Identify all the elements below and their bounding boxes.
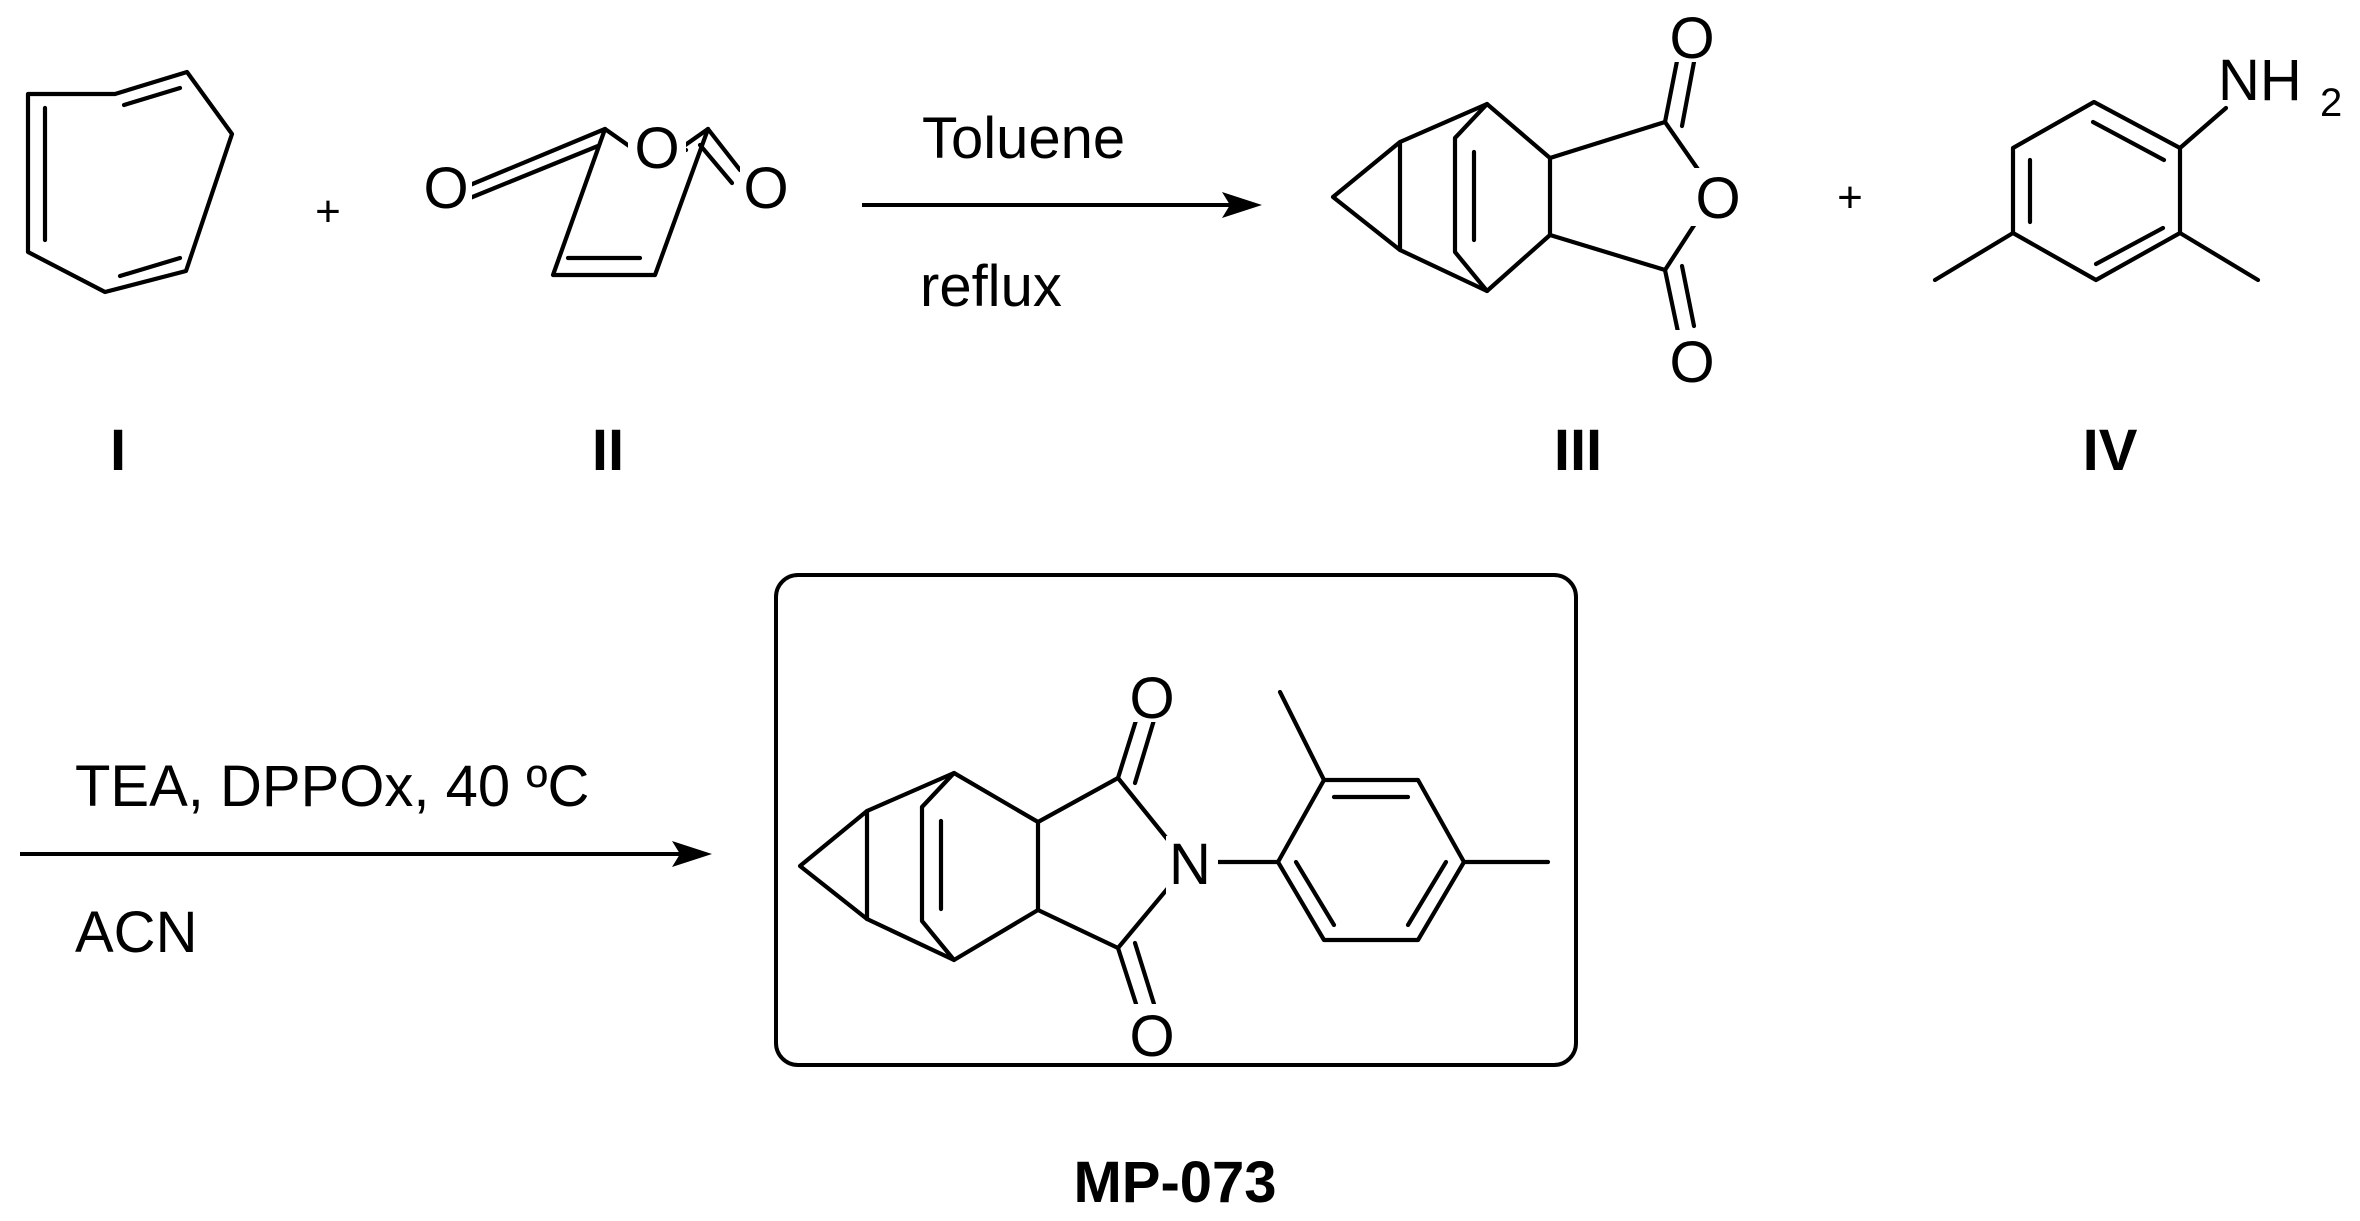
compound-II-right-o-mask	[740, 158, 792, 218]
compound-III-ring-o-mask	[1690, 168, 1746, 226]
compound-II-carbonyl-right-1	[705, 126, 743, 173]
compound-III-carbonyl-oxygen-bottom: O	[1669, 330, 1714, 395]
compound-IV-ring	[2010, 99, 2183, 283]
compound-III-label: III	[1554, 418, 1602, 483]
reaction-arrow-1	[862, 192, 1262, 218]
compound-IV-structure	[1932, 99, 2261, 283]
product-carbonyl-top-1	[1115, 711, 1141, 781]
condition-reflux: reflux	[920, 254, 1062, 319]
compound-II-structure	[467, 126, 743, 278]
product-aryl-double-bond-2	[1405, 859, 1449, 928]
compound-IV-amine-bond	[2177, 105, 2229, 151]
product-carbonyl-top-2	[1132, 717, 1157, 786]
compound-III-carbonyl-top-2	[1679, 59, 1697, 129]
compound-II-ring-o-mask	[628, 118, 686, 176]
product-cyclopropane	[797, 808, 870, 922]
product-highlight-box	[774, 573, 1578, 1067]
compound-III-bottom-o-mask	[1664, 330, 1720, 388]
compound-III-carbonyl-oxygen-top: O	[1669, 6, 1714, 71]
compound-II-carbonyl-oxygen-right: O	[743, 156, 788, 221]
solvent-acn: ACN	[75, 900, 197, 965]
reagents-tea-dppox-40c: TEA, DPPOx, 40 ºC	[75, 754, 589, 819]
compound-I-double-bond-1	[121, 85, 183, 108]
compound-IV-amine-subscript: 2	[2320, 81, 2342, 125]
product-imide-ring	[1035, 775, 1171, 951]
compound-III-anhydride-ring	[1547, 119, 1707, 273]
product-carbonyl-oxygen-top: O	[1129, 666, 1174, 731]
product-bottom-o-mask	[1124, 1004, 1180, 1062]
product-aryl-ring	[1275, 777, 1467, 943]
compound-II-carbonyl-right-2	[697, 142, 735, 186]
product-n-mask	[1166, 836, 1218, 894]
compound-II-carbonyl-left-1	[467, 126, 608, 188]
compound-I-label: I	[110, 418, 126, 483]
compound-III-structure	[1330, 53, 1707, 335]
product-carbonyl-bottom-2	[1132, 940, 1157, 1007]
compound-II-carbonyl-left-2	[467, 143, 601, 201]
compound-IV-methyl-para	[1932, 230, 2016, 283]
product-top-o-mask	[1124, 664, 1180, 722]
compound-III-ring-oxygen: O	[1695, 166, 1740, 231]
compound-IV-double-bond-1	[2090, 119, 2167, 163]
compound-I-ring	[25, 69, 235, 295]
compound-II-ring-o-bond-left	[602, 126, 635, 151]
compound-III-carbonyl-top-1	[1662, 53, 1681, 125]
compound-III-bridge	[1452, 101, 1490, 294]
product-label-mp-073: MP-073	[1073, 1150, 1276, 1215]
plus-sign-2: +	[1837, 173, 1863, 222]
product-aryl-double-bond-3	[1293, 859, 1337, 928]
compound-III-cyclopropane	[1330, 139, 1403, 253]
product-nitrogen: N	[1169, 832, 1211, 897]
compound-III-carbonyl-bottom-2	[1679, 263, 1697, 329]
plus-sign-1: +	[315, 187, 341, 236]
product-cage	[864, 770, 1041, 963]
reagent-toluene: Toluene	[922, 106, 1125, 171]
compound-II-label: II	[592, 418, 624, 483]
product-methyl-ortho	[1277, 689, 1327, 783]
compound-II-carbonyl-oxygen-left: O	[423, 156, 468, 221]
compound-II-left-o-mask	[420, 158, 472, 218]
compound-I-double-bond-3	[117, 255, 183, 279]
compound-II-ring-oxygen: O	[634, 116, 679, 181]
reaction-arrow-2	[20, 841, 712, 867]
compound-IV-amine-nh: NH	[2218, 48, 2302, 113]
product-carbonyl-oxygen-bottom: O	[1129, 1004, 1174, 1069]
compound-IV-label: IV	[2083, 418, 2138, 483]
compound-IV-double-bond-2	[2093, 225, 2166, 267]
product-bridge	[919, 770, 957, 963]
compound-IV-methyl-ortho	[2177, 230, 2261, 283]
compound-I-structure	[25, 69, 235, 295]
compound-III-cage	[1397, 101, 1553, 294]
product-carbonyl-bottom-1	[1115, 945, 1141, 1013]
compound-III-carbonyl-bottom-1	[1662, 267, 1681, 335]
product-structure	[797, 689, 1551, 1013]
compound-III-top-o-mask	[1664, 4, 1720, 62]
